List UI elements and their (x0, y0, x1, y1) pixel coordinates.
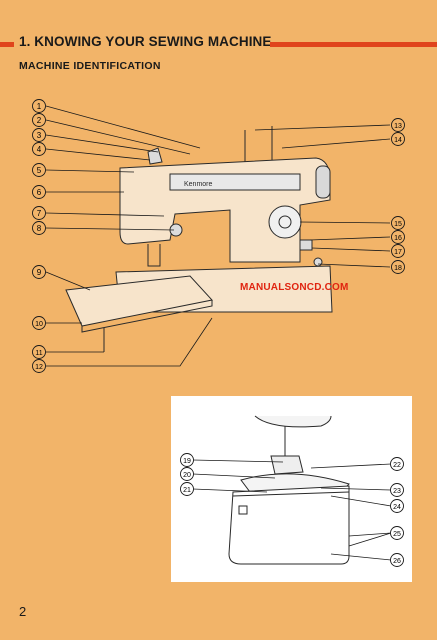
callout-10: 10 (32, 316, 46, 330)
callout-4: 4 (32, 142, 46, 156)
callout-8: 8 (32, 221, 46, 235)
needle-area-illustration (228, 415, 350, 565)
accent-bar-left (0, 42, 14, 47)
main-callout-lines (45, 105, 391, 367)
callout-13: 13 (391, 118, 405, 132)
section-subtitle: MACHINE IDENTIFICATION (19, 60, 161, 72)
callout-21: 21 (180, 482, 194, 496)
callout-26: 26 (390, 553, 404, 567)
presser-foot-area (147, 244, 161, 267)
callout-23: 23 (390, 483, 404, 497)
callout-9: 9 (32, 265, 46, 279)
callout-2: 2 (32, 113, 46, 127)
svg-text:26: 26 (393, 558, 401, 565)
callout-3: 3 (32, 128, 46, 142)
svg-text:13: 13 (394, 123, 402, 130)
main-callout-numbers: 1 2 3 4 5 6 7 8 9 10 11 12 13 14 15 16 1… (32, 99, 405, 373)
callout-16: 16 (391, 230, 405, 244)
callout-6: 6 (32, 185, 46, 199)
callout-1: 1 (32, 99, 46, 113)
inset-callout-numbers: 19 20 21 22 23 24 25 26 (180, 453, 404, 567)
brand-logo: Kenmore (184, 181, 213, 188)
inset-callout-lines (192, 459, 392, 561)
callout-24: 24 (390, 499, 404, 513)
svg-text:8: 8 (37, 224, 42, 233)
callout-12: 12 (32, 359, 46, 373)
svg-text:10: 10 (35, 321, 43, 328)
svg-text:20: 20 (183, 472, 191, 479)
section-header: 1. KNOWING YOUR SEWING MACHINE (0, 34, 437, 54)
handwheel (315, 165, 331, 199)
needle-area-inset: 19 20 21 22 23 24 25 26 (171, 396, 412, 582)
svg-text:5: 5 (37, 166, 42, 175)
svg-text:25: 25 (393, 531, 401, 538)
stitch-display-panel (169, 173, 301, 191)
callout-5: 5 (32, 163, 46, 177)
callout-25: 25 (390, 526, 404, 540)
svg-text:7: 7 (37, 209, 42, 218)
svg-text:12: 12 (35, 364, 43, 371)
page-number: 2 (19, 604, 27, 619)
svg-text:18: 18 (394, 265, 402, 272)
callout-22: 22 (390, 457, 404, 471)
svg-text:24: 24 (393, 504, 401, 511)
section-title: 1. KNOWING YOUR SEWING MACHINE (19, 34, 272, 49)
svg-text:16: 16 (394, 235, 402, 242)
callout-11: 11 (32, 345, 46, 359)
svg-text:2: 2 (37, 116, 42, 125)
needle-area-diagram: 19 20 21 22 23 24 25 26 (180, 415, 404, 567)
svg-text:3: 3 (37, 131, 42, 140)
svg-text:9: 9 (37, 268, 42, 277)
callout-14: 14 (391, 132, 405, 146)
accessory-box-latch (238, 505, 248, 515)
svg-text:23: 23 (393, 488, 401, 495)
watermark: MANUALSONCD.COM (240, 282, 349, 293)
svg-text:21: 21 (183, 487, 191, 494)
bobbin-winder (313, 257, 323, 267)
extension-table (65, 275, 213, 327)
svg-text:1: 1 (37, 102, 42, 111)
needle-bar-housing (254, 415, 332, 428)
svg-text:19: 19 (183, 458, 191, 465)
svg-text:22: 22 (393, 462, 401, 469)
pattern-selector-dial (268, 205, 302, 239)
svg-text:14: 14 (394, 137, 402, 144)
sewing-machine-illustration: Kenmore (65, 126, 333, 352)
svg-text:11: 11 (35, 350, 42, 357)
free-arm-cover (228, 485, 350, 565)
callout-18: 18 (391, 260, 405, 274)
svg-text:6: 6 (37, 188, 42, 197)
svg-text:15: 15 (394, 221, 402, 228)
svg-text:4: 4 (37, 145, 42, 154)
callout-7: 7 (32, 206, 46, 220)
accent-bar-right (270, 42, 437, 47)
presser-foot (270, 455, 304, 475)
callout-15: 15 (391, 216, 405, 230)
callout-19: 19 (180, 453, 194, 467)
callout-20: 20 (180, 467, 194, 481)
callout-17: 17 (391, 244, 405, 258)
svg-text:17: 17 (394, 249, 402, 256)
stitch-length-lever (299, 239, 313, 251)
